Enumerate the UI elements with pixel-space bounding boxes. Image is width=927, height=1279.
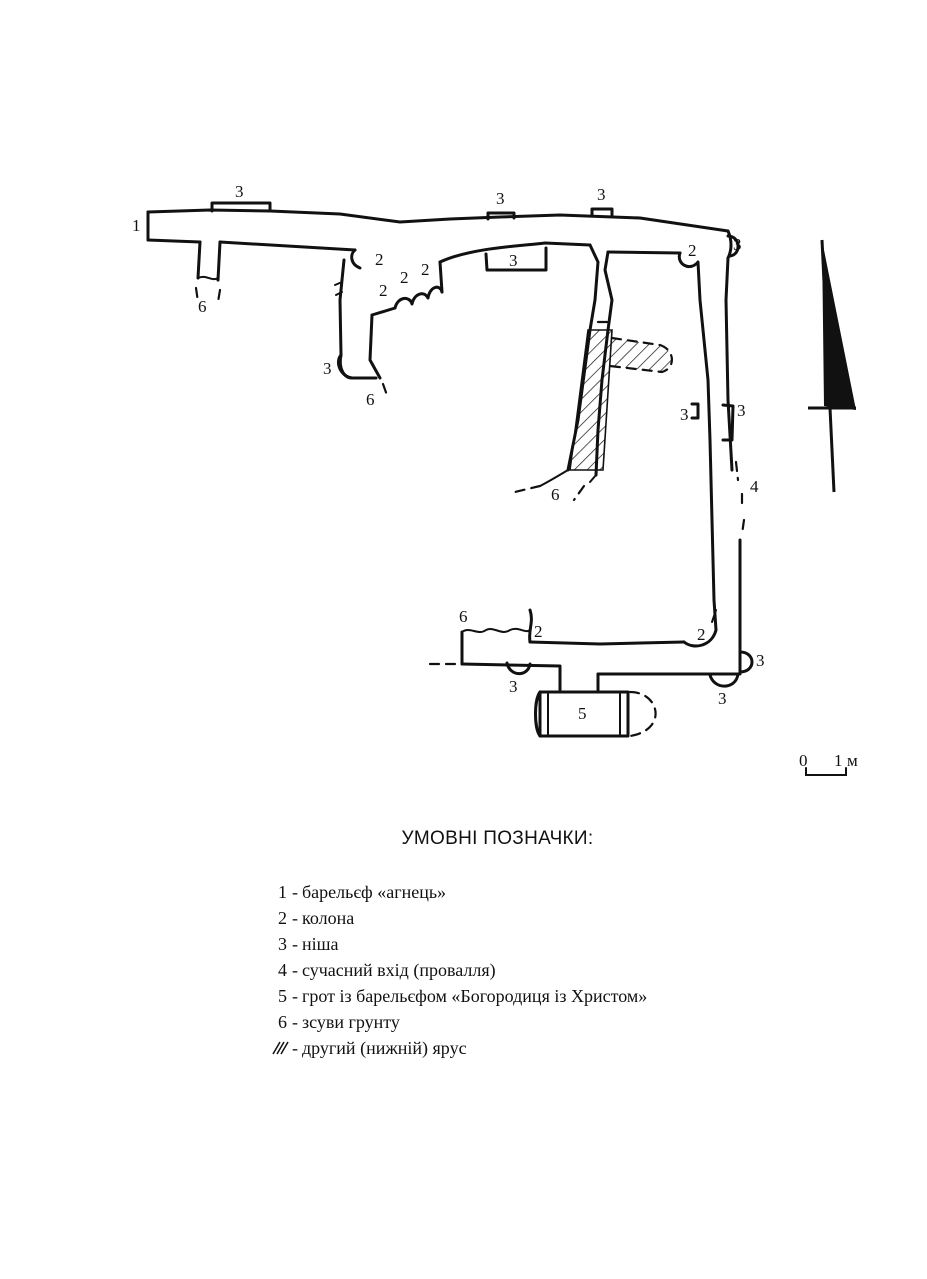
label-3: 3	[733, 235, 742, 254]
hatch-swatch-icon	[272, 1041, 289, 1055]
scale-bar: 0 1 м	[799, 751, 858, 776]
label-3: 3	[509, 677, 518, 696]
label-5: 5	[578, 704, 587, 723]
label-6: 6	[198, 297, 207, 316]
label-3: 3	[509, 251, 518, 270]
niches	[210, 201, 754, 688]
label-2: 2	[400, 268, 409, 287]
north-arrow-icon	[808, 239, 856, 493]
legend-item-label: зсуви грунту	[302, 1012, 400, 1032]
legend-item-1: 1-барельєф «агнець»	[278, 882, 447, 902]
label-3: 3	[756, 651, 765, 670]
legend-item-label: сучасний вхід (провалля)	[302, 960, 496, 980]
label-3: 3	[323, 359, 332, 378]
east-corridor	[677, 251, 746, 662]
legend-item-hatch: -другий (нижній) ярус	[272, 1035, 647, 1061]
legend-item-4: 4-сучасний вхід (провалля)	[278, 960, 496, 980]
legend-item-label: другий (нижній) ярус	[302, 1038, 467, 1058]
grotto-5	[534, 690, 657, 738]
legend-item-label: колона	[302, 908, 355, 928]
legend-item-3: 3-ніша	[278, 934, 339, 954]
legend-item-label: грот із барельєфом «Богородиця із Христо…	[302, 986, 648, 1006]
label-2: 2	[375, 250, 384, 269]
label-6: 6	[366, 390, 375, 409]
legend-item-5: 5-грот із барельєфом «Богородиця із Хрис…	[278, 986, 648, 1006]
label-1: 1	[132, 216, 141, 235]
label-3: 3	[737, 401, 746, 420]
label-2: 2	[421, 260, 430, 279]
label-2: 2	[688, 241, 697, 260]
scale-zero: 0	[799, 751, 808, 770]
cave-plan: 0 1 м 1 3 3 3 3 3 3 3 3 3 3 3 2 2 2 2 2 …	[132, 182, 858, 776]
south-corridor	[428, 608, 742, 692]
label-4: 4	[750, 477, 759, 496]
label-2: 2	[697, 625, 706, 644]
label-6: 6	[459, 607, 468, 626]
label-3: 3	[496, 189, 505, 208]
label-2: 2	[379, 281, 388, 300]
scale-unit: м	[847, 751, 858, 770]
top-gallery	[146, 208, 733, 264]
central-passage	[513, 243, 673, 502]
label-6: 6	[551, 485, 560, 504]
label-2: 2	[534, 622, 543, 641]
label-3: 3	[718, 689, 727, 708]
legend-title: УМОВНІ ПОЗНАЧКИ:	[401, 828, 594, 849]
legend: 1-барельєф «агнець» 2-колона 3-ніша 4-су…	[272, 879, 647, 1061]
legend-item-label: барельєф «агнець»	[302, 882, 447, 902]
west-branch	[194, 240, 222, 304]
legend-item-label: ніша	[302, 934, 339, 954]
label-3: 3	[597, 185, 606, 204]
scale-one: 1	[834, 751, 843, 770]
plan-labels: 1 3 3 3 3 3 3 3 3 3 3 3 2 2 2 2 2 2 2 4 …	[132, 182, 765, 723]
label-3: 3	[680, 405, 689, 424]
legend-item-2: 2-колона	[278, 908, 355, 928]
legend-item-6: 6-зсуви грунту	[278, 1012, 400, 1032]
label-3: 3	[235, 182, 244, 201]
